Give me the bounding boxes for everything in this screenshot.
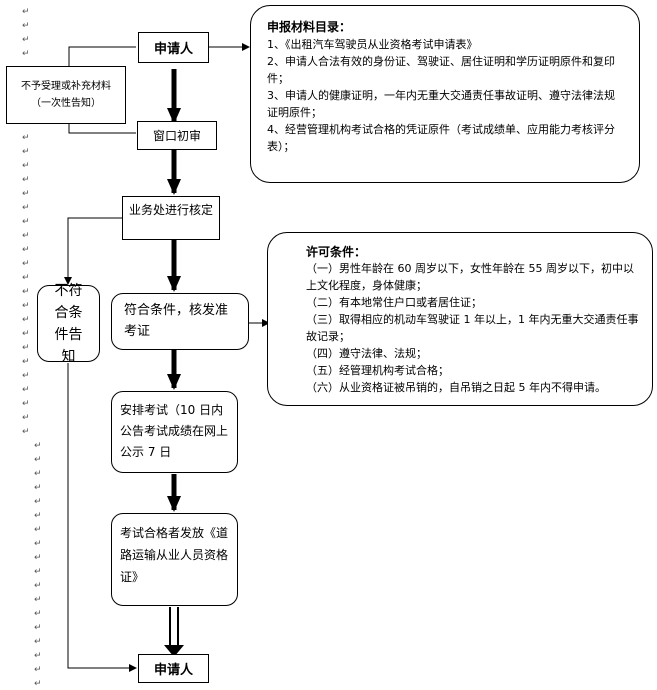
paragraph-mark-icon: ↵ <box>22 399 30 409</box>
paragraph-mark-icon: ↵ <box>22 287 30 297</box>
not-qualified-label: 不符合条件告知 <box>54 282 83 365</box>
materials-item-4: 4、经营管理机构考试合格的凭证原件（考试成绩单、应用能力考核评分表）； <box>267 123 615 153</box>
materials-box: 申报材料目录： 1、《出租汽车驾驶员从业资格考试申请表》 2、申请人合法有效的身… <box>250 5 640 183</box>
paragraph-mark-icon: ↵ <box>34 665 42 675</box>
applicant-top-label: 申请人 <box>153 42 193 57</box>
line-applicant-to-reject <box>68 46 136 68</box>
paragraph-mark-icon: ↵ <box>34 651 42 661</box>
applicant-top-box: 申请人 <box>138 32 209 63</box>
paragraph-mark-icon: ↵ <box>22 133 30 143</box>
exam-label: 安排考试（10 日内公告考试成绩在网上公示 7 日 <box>120 403 229 459</box>
paragraph-mark-icon: ↵ <box>22 413 30 423</box>
paragraph-mark-icon: ↵ <box>22 175 30 185</box>
license-title: 许可条件： <box>306 245 367 259</box>
applicant-bottom-box: 申请人 <box>138 654 209 683</box>
arrow-business-to-notqualified <box>64 217 122 285</box>
qualified-label: 符合条件，核发准考证 <box>124 303 229 339</box>
paragraph-mark-icon: ↵ <box>34 637 42 647</box>
materials-item-2: 2、申请人合法有效的身份证、驾驶证、居住证明和学历证明原件和复印件； <box>267 55 615 85</box>
license-item-4: （四）遵守法律、法规； <box>306 347 427 360</box>
arrow-notqualified-to-applicant <box>67 363 137 672</box>
paragraph-mark-icon: ↵ <box>34 609 42 619</box>
paragraph-mark-icon: ↵ <box>22 343 30 353</box>
materials-item-3: 3、申请人的健康证明，一年内无重大交通责任事故证明、遵守法律法规证明原件； <box>267 89 615 119</box>
materials-title: 申报材料目录： <box>267 20 352 34</box>
paragraph-mark-icon: ↵ <box>34 567 42 577</box>
paragraph-mark-icon: ↵ <box>34 455 42 465</box>
paragraph-mark-icon: ↵ <box>22 315 30 325</box>
exam-box: 安排考试（10 日内公告考试成绩在网上公示 7 日 <box>111 391 238 473</box>
paragraph-mark-icon: ↵ <box>34 553 42 563</box>
paragraph-mark-icon: ↵ <box>22 427 30 437</box>
paragraph-mark-icon: ↵ <box>34 539 42 549</box>
paragraph-mark-icon: ↵ <box>22 245 30 255</box>
paragraph-mark-icon: ↵ <box>34 595 42 605</box>
paragraph-mark-icon: ↵ <box>34 511 42 521</box>
paragraph-mark-icon: ↵ <box>22 301 30 311</box>
paragraph-mark-icon: ↵ <box>22 371 30 381</box>
not-qualified-box: 不符合条件告知 <box>37 283 100 365</box>
business-check-box: 业务处进行核定 <box>122 196 220 240</box>
license-item-1: （一）男性年龄在 60 周岁以下，女性年龄在 55 周岁以下，初中以上文化程度，… <box>306 262 634 292</box>
paragraph-mark-icon: ↵ <box>34 441 42 451</box>
applicant-bottom-label: 申请人 <box>153 663 193 678</box>
paragraph-mark-icon: ↵ <box>22 203 30 213</box>
paragraph-mark-icon: ↵ <box>22 259 30 269</box>
qualified-box: 符合条件，核发准考证 <box>111 293 249 350</box>
paragraph-mark-icon: ↵ <box>22 21 30 31</box>
paragraph-mark-icon: ↵ <box>22 7 30 17</box>
window-review-box: 窗口初审 <box>137 121 217 150</box>
paragraph-mark-icon: ↵ <box>34 581 42 591</box>
issue-cert-box: 考试合格者发放《道路运输从业人员资格证》 <box>111 513 238 606</box>
window-review-label: 窗口初审 <box>152 129 201 143</box>
paragraph-mark-icon: ↵ <box>34 483 42 493</box>
reject-note-label: 不予受理或补充材料（一次性告知） <box>21 81 111 109</box>
paragraph-mark-icon: ↵ <box>22 329 30 339</box>
paragraph-mark-icon: ↵ <box>22 189 30 199</box>
license-item-5: （五）经管理机构考试合格； <box>306 364 449 377</box>
paragraph-mark-icon: ↵ <box>34 623 42 633</box>
arrow-issue-to-applicant-head <box>164 645 184 657</box>
paragraph-mark-icon: ↵ <box>34 679 42 689</box>
paragraph-mark-icon: ↵ <box>22 273 30 283</box>
paragraph-mark-icon: ↵ <box>22 231 30 241</box>
reject-note-box: 不予受理或补充材料（一次性告知） <box>6 66 126 124</box>
license-item-3: （三）取得相应的机动车驾驶证 1 年以上，1 年内无重大交通责任事故记录； <box>306 313 639 343</box>
issue-cert-label: 考试合格者发放《道路运输从业人员资格证》 <box>120 526 229 584</box>
license-item-2: （二）有本地常住户口或者居住证； <box>306 296 482 309</box>
paragraph-mark-icon: ↵ <box>34 525 42 535</box>
line-reject-to-window <box>68 122 136 134</box>
materials-item-1: 1、《出租汽车驾驶员从业资格考试申请表》 <box>267 38 478 51</box>
paragraph-mark-icon: ↵ <box>22 217 30 227</box>
paragraph-mark-icon: ↵ <box>22 385 30 395</box>
paragraph-mark-icon: ↵ <box>22 49 30 59</box>
paragraph-mark-icon: ↵ <box>34 469 42 479</box>
license-item-6: （六）从业资格证被吊销的，自吊销之日起 5 年内不得申请。 <box>306 381 606 394</box>
paragraph-mark-icon: ↵ <box>22 147 30 157</box>
paragraph-mark-icon: ↵ <box>22 161 30 171</box>
license-conditions-box: 许可条件： （一）男性年龄在 60 周岁以下，女性年龄在 55 周岁以下，初中以… <box>267 232 653 406</box>
business-check-label: 业务处进行核定 <box>129 203 214 217</box>
paragraph-mark-icon: ↵ <box>22 357 30 367</box>
paragraph-mark-icon: ↵ <box>34 497 42 507</box>
paragraph-mark-icon: ↵ <box>22 35 30 45</box>
